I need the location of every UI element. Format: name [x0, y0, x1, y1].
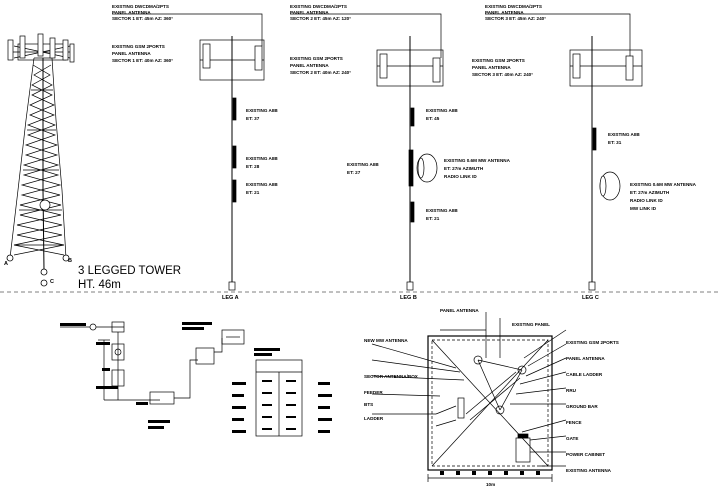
leg-b-callouts: EXISTING DWCDMA/2PTS PANEL ANTENNA SECTO… — [290, 4, 511, 301]
plan-left-callout-2: SECTOR ANTENNA/BOX — [364, 374, 419, 379]
site-plan-callouts-right: PANEL ANTENNA EXISTING PANEL EXISTING GS… — [440, 308, 619, 487]
tower-antennas — [7, 33, 75, 211]
leg-a-callout-11: EXISTING AIIB — [246, 182, 278, 187]
leg-b-callout-10: ET: 27 — [347, 170, 361, 175]
plan-left-callout-3: BTS — [364, 402, 373, 407]
plan-right-callout-11: EXISTING ANTENNA — [566, 468, 612, 473]
leg-b-callout-11: EXISTING 0.6M MW ANTENNA — [444, 158, 511, 163]
leg-a-callout-3: SECTOR 1 ET: 45m AZ: 360° — [112, 16, 173, 21]
leg-a-elevation — [112, 13, 265, 291]
leg-a-callout-5: PANEL ANTENNA — [112, 51, 151, 56]
leg-b-callout-2: PANEL ANTENNA — [290, 10, 329, 15]
leg-c-callout-9: EXISTING 0.6M MW ANTENNA — [630, 182, 697, 187]
leg-b-callout-13: RADIO LINK ID — [444, 174, 477, 179]
schematic-text-blocks — [60, 322, 332, 433]
leg-c-callout-10: ET: 27m AZIMUTH — [630, 190, 670, 195]
leg-mark-a: A — [4, 261, 8, 267]
leg-b-callout-8: ET: 45 — [426, 116, 440, 121]
leg-c-callouts: EXISTING DWCDMA/2PTS PANEL ANTENNA SECTO… — [472, 4, 697, 301]
plan-dimension: 10m — [486, 482, 495, 487]
leg-c-callout-8: ET: 31 — [608, 140, 622, 145]
leg-b-callout-9: EXISTING AIIB — [347, 162, 379, 167]
leg-b-callout-5: PANEL ANTENNA — [290, 63, 329, 68]
plan-right-callout-10: POWER CABINET — [566, 452, 605, 457]
plan-right-callout-9: GATE — [566, 436, 578, 441]
leg-b-callout-14: EXISTING AIIB — [426, 208, 458, 213]
leg-a-callout-7: EXISTING AIIB — [246, 108, 278, 113]
plan-right-callout-6: RRU — [566, 388, 577, 393]
leg-c-callout-4: EXISTING GSM 2PORTS — [472, 58, 525, 63]
electrical-schematic — [60, 321, 303, 437]
leg-c-callout-2: PANEL ANTENNA — [485, 10, 524, 15]
leg-c-callout-11: RADIO LINK ID — [630, 198, 663, 203]
leg-c-callout-12: MW LINK ID — [630, 206, 657, 211]
leg-b-callout-6: SECTOR 2 ET: 40m AZ: 240° — [290, 70, 351, 75]
leg-b-callout-3: SECTOR 2 ET: 45m AZ: 120° — [290, 16, 351, 21]
leg-a-callout-2: PANEL ANTENNA — [112, 10, 151, 15]
leg-c-elevation — [485, 13, 643, 291]
leg-b-elevation — [290, 13, 444, 291]
tower-elevation — [9, 43, 74, 271]
leg-a-callout-10: ET: 28 — [246, 164, 260, 169]
leg-b-callout-4: EXISTING GSM 2PORTS — [290, 56, 343, 61]
plan-right-callout-7: GROUND BAR — [566, 404, 598, 409]
site-plan — [371, 312, 567, 482]
tower-bases — [6, 254, 70, 287]
leg-b-callout-1: EXISTING DWCDMA/2PTS — [290, 4, 347, 9]
leg-b-callout-7: EXISTING AIIB — [426, 108, 458, 113]
plan-right-callout-1: PANEL ANTENNA — [440, 308, 479, 313]
leg-a-callout-4: EXISTING GSM 2PORTS — [112, 44, 165, 49]
plan-right-callout-2: EXISTING PANEL — [512, 322, 550, 327]
leg-a-callout-8: ET: 37 — [246, 116, 260, 121]
leg-c-callout-7: EXISTING AIIB — [608, 132, 640, 137]
leg-c-callout-6: SECTOR 3 ET: 40m AZ: 240° — [472, 72, 533, 77]
site-plan-boundary-ticks — [440, 471, 540, 475]
plan-left-callout-5: LADDER — [364, 416, 384, 421]
leg-a-callouts: EXISTING DWCDMA/2PTS PANEL ANTENNA SECTO… — [112, 4, 278, 301]
leg-b-callout-12: ET: 27m AZIMUTH — [444, 166, 484, 171]
leg-a-callout-1: EXISTING DWCDMA/2PTS — [112, 4, 169, 9]
leg-c-callout-3: SECTOR 3 ET: 45m AZ: 240° — [485, 16, 546, 21]
leg-c-callout-1: EXISTING DWCDMA/2PTS — [485, 4, 542, 9]
leg-mark-c: C — [50, 279, 54, 285]
tower-title: 3 LEGGED TOWER — [78, 265, 181, 277]
plan-left-callout-1: NEW MW ANTENNA — [364, 338, 408, 343]
leg-a-label: LEG A — [222, 295, 239, 301]
plan-left-callout-4: FEEDER — [364, 390, 383, 395]
leg-a-callout-12: ET: 21 — [246, 190, 260, 195]
plan-right-callout-8: FENCE — [566, 420, 582, 425]
plan-right-callout-5: CABLE LADDER — [566, 372, 603, 377]
leg-c-callout-5: PANEL ANTENNA — [472, 65, 511, 70]
tower-height: HT. 46m — [78, 279, 121, 291]
tower-leg-marks: A B C — [4, 258, 72, 285]
plan-right-callout-3: EXISTING GSM 2PORTS — [566, 340, 619, 345]
leg-mark-b: B — [68, 258, 72, 264]
leg-a-callout-6: SECTOR 1 ET: 40m AZ: 360° — [112, 58, 173, 63]
leg-c-label: LEG C — [582, 295, 599, 301]
leg-a-callout-9: EXISTING AIIB — [246, 156, 278, 161]
plan-right-callout-4: PANEL ANTENNA — [566, 356, 605, 361]
site-plan-callouts-left: NEW MW ANTENNA SECTOR ANTENNA/BOX BTS FE… — [364, 338, 419, 421]
leg-b-callout-15: ET: 21 — [426, 216, 440, 221]
leg-b-label: LEG B — [400, 295, 417, 301]
